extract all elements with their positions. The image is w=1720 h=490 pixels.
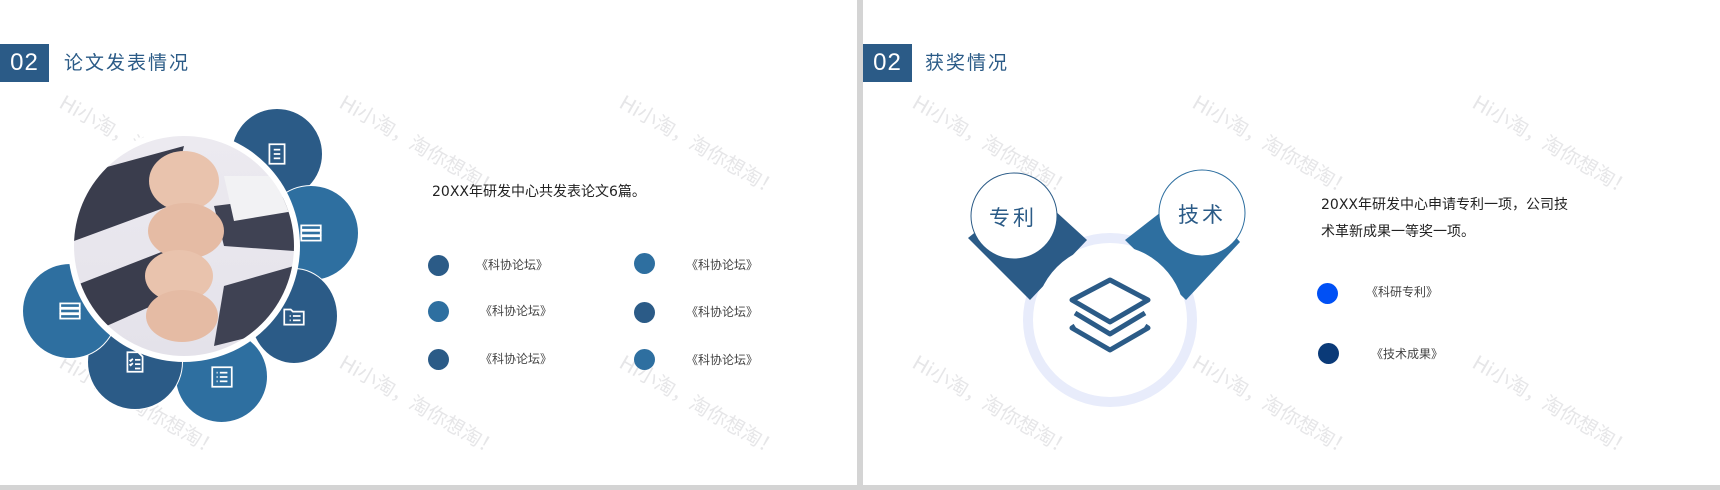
list-item-label: 《科协论坛》 <box>480 352 553 366</box>
layers-icon <box>1069 277 1151 353</box>
lead-text-line-1: 20XX年研发中心申请专利一项，公司技 <box>1321 197 1568 213</box>
slide-awards: Hi小淘，淘你想淘！ Hi小淘，淘你想淘！ Hi小淘，淘你想淘！ Hi小淘，淘你… <box>863 0 1720 485</box>
bullet-dot <box>1317 283 1338 304</box>
list-item-label: 《技术成果》 <box>1371 347 1444 361</box>
document-lines-icon <box>268 143 286 165</box>
watermark: Hi小淘，淘你想淘！ <box>1468 350 1637 462</box>
server-stack-icon <box>59 302 81 320</box>
bullet-dot <box>428 255 449 276</box>
technology-bubble-label: 技术 <box>1178 203 1226 227</box>
list-item-label: 《科研专利》 <box>1366 285 1439 299</box>
bullet-dot <box>428 301 449 322</box>
slide-paper-publications: Hi小淘，淘你想淘！ Hi小淘，淘你想淘！ Hi小淘，淘你想淘！ Hi小淘，淘你… <box>0 0 857 485</box>
list-item-label: 《科协论坛》 <box>686 353 759 367</box>
server-stack-icon <box>300 224 322 242</box>
patent-bubble-label: 专利 <box>989 206 1037 230</box>
bullet-dot <box>1318 343 1339 364</box>
hands-image <box>74 136 294 356</box>
awards-diagram <box>968 169 1246 407</box>
lead-text: 20XX年研发中心共发表论文6篇。 <box>432 184 646 200</box>
list-icon <box>210 365 233 388</box>
lead-text-line-2: 术革新成果一等奖一项。 <box>1321 224 1475 240</box>
list-item-label: 《科协论坛》 <box>476 258 549 272</box>
list-item-label: 《科协论坛》 <box>480 304 553 318</box>
page-title: 论文发表情况 <box>64 52 191 74</box>
bullet-dot <box>634 349 655 370</box>
section-number-badge: 02 <box>0 44 49 82</box>
bullet-dot <box>634 253 655 274</box>
list-item-label: 《科协论坛》 <box>686 258 759 272</box>
teamwork-photo <box>68 130 300 362</box>
bullet-dot <box>428 349 449 370</box>
list-item-label: 《科协论坛》 <box>686 305 759 319</box>
folder-list-icon <box>283 308 305 326</box>
page-title: 获奖情况 <box>925 52 1010 74</box>
bullet-dot <box>634 302 655 323</box>
section-number-badge: 02 <box>863 44 912 82</box>
checklist-file-icon <box>126 351 144 373</box>
watermark: Hi小淘，淘你想淘！ <box>1468 90 1637 202</box>
